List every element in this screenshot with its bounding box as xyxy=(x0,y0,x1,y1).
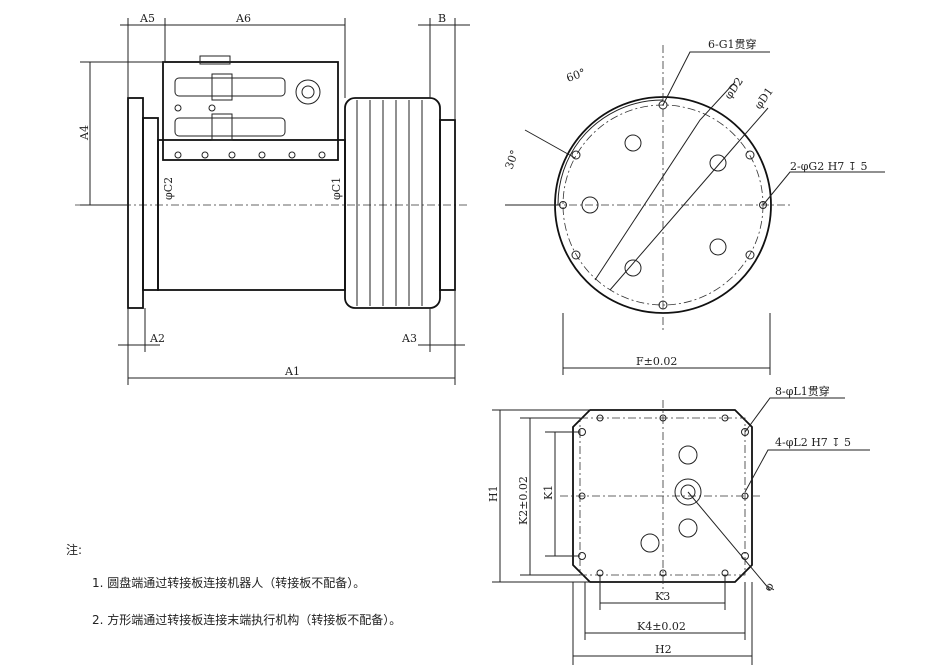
dim-A6: A6 xyxy=(235,12,251,25)
label-4-L2: 4-φL2 H7 ↧ 5 xyxy=(775,436,851,449)
angle-30: 30° xyxy=(503,148,522,171)
dim-D1: φD1 xyxy=(752,85,776,112)
dim-K1: K1 xyxy=(542,485,555,500)
dim-A5: A5 xyxy=(139,12,155,25)
connector-fittings xyxy=(174,73,326,159)
note-1: 1. 圆盘端通过转接板连接机器人（转接板不配备）。 xyxy=(92,576,366,590)
dim-K2: K2±0.02 xyxy=(517,476,530,525)
dim-F: F±0.02 xyxy=(636,355,677,368)
dim-A4: A4 xyxy=(78,125,91,141)
side-view: A5 A6 B A4 φC2 φC1 A2 A3 A1 xyxy=(75,12,470,385)
dim-C1: φC1 xyxy=(330,177,343,200)
bellows xyxy=(344,97,441,309)
label-8-L1: 8-φL1贯穿 xyxy=(775,384,830,398)
label-2-G2: 2-φG2 H7 ↧ 5 xyxy=(790,160,868,173)
angle-60: 60° xyxy=(565,66,588,85)
dim-A1: A1 xyxy=(284,365,300,378)
dim-phi: φ xyxy=(761,580,776,593)
dim-K4: K4±0.02 xyxy=(637,620,686,633)
label-6-G1: 6-G1贯穿 xyxy=(708,37,757,51)
dim-B: B xyxy=(438,12,446,25)
dim-C2: φC2 xyxy=(162,177,175,200)
dim-A3: A3 xyxy=(401,332,417,345)
notes-title: 注: xyxy=(66,543,83,557)
square-flange-view: 8-φL1贯穿 4-φL2 H7 ↧ 5 φ H1 K2±0.02 K1 K3 … xyxy=(487,384,870,665)
note-2: 2. 方形端通过转接板连接末端执行机构（转接板不配备）。 xyxy=(92,613,402,627)
dim-H2: H2 xyxy=(655,643,672,656)
dim-K3: K3 xyxy=(655,590,670,603)
round-flange-view: 6-G1贯穿 φD2 φD1 2-φG2 H7 ↧ 5 60° 30° F±0.… xyxy=(503,37,885,375)
dim-H1: H1 xyxy=(487,485,500,502)
dim-D2: φD2 xyxy=(722,75,746,102)
dim-A2: A2 xyxy=(149,332,165,345)
